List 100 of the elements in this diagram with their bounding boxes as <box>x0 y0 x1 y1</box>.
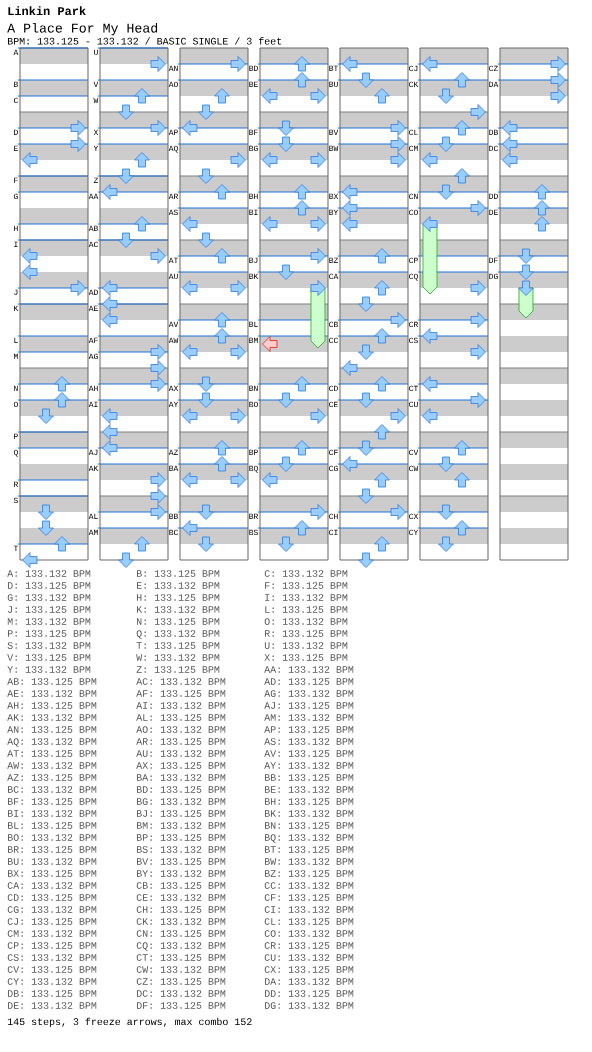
bpm-list-entry: V: 133.125 BPM <box>7 654 91 661</box>
bpm-list-entry: CM: 133.132 BPM <box>7 930 97 937</box>
bpm-list-entry: AC: 133.132 BPM <box>136 678 226 685</box>
bpm-list-entry: CV: 133.125 BPM <box>7 966 97 973</box>
bpm-list-entry: BG: 133.132 BPM <box>137 798 226 805</box>
bpm-list-entry: I: 133.132 BPM <box>265 594 348 601</box>
bpm-list-entry: AE: 133.132 BPM <box>7 690 97 697</box>
bpm-list-entry: AU: 133.132 BPM <box>136 750 226 757</box>
bpm-list-entry: BC: 133.132 BPM <box>8 786 97 793</box>
bpm-list-entry: CI: 133.132 BPM <box>264 906 354 913</box>
bpm-list-entry: AM: 133.132 BPM <box>264 714 354 721</box>
bpm-list-entry: AZ: 133.125 BPM <box>7 774 97 781</box>
bpm-list-entry: DF: 133.125 BPM <box>137 1002 226 1009</box>
bpm-list-entry: CJ: 133.125 BPM <box>7 918 97 925</box>
bpm-list-entry: BZ: 133.125 BPM <box>265 870 354 877</box>
bpm-list-entry: DD: 133.125 BPM <box>265 990 354 997</box>
bpm-list-entry: AS: 133.132 BPM <box>264 738 354 745</box>
bpm-list-entry: BF: 133.125 BPM <box>8 798 97 805</box>
bpm-list-entry: AG: 133.132 BPM <box>264 690 354 697</box>
bpm-list-entry: AX: 133.125 BPM <box>136 762 226 769</box>
bpm-list-entry: AR: 133.125 BPM <box>136 738 226 745</box>
bpm-list-entry: S: 133.132 BPM <box>7 642 91 649</box>
bpm-list-entry: Q: 133.132 BPM <box>136 630 220 639</box>
bpm-list-entry: BI: 133.132 BPM <box>8 810 97 817</box>
bpm-list-entry: CF: 133.125 BPM <box>264 894 354 901</box>
bpm-list-entry: CQ: 133.132 BPM <box>136 942 226 951</box>
bpm-list-entry: M: 133.132 BPM <box>7 618 91 625</box>
bpm-list-entry: CK: 133.132 BPM <box>136 918 226 925</box>
bpm-list-entry: BO: 133.132 BPM <box>8 834 97 841</box>
bpm-list-entry: AH: 133.125 BPM <box>7 702 97 709</box>
bpm-list-entry: L: 133.125 BPM <box>265 606 348 613</box>
bpm-list-entry: CH: 133.125 BPM <box>136 906 226 913</box>
song-title: A Place For My Head <box>7 22 158 36</box>
bpm-list-entry: X: 133.125 BPM <box>264 654 348 661</box>
bpm-list-entry: AY: 133.132 BPM <box>264 762 354 769</box>
bpm-list-entry: W: 133.132 BPM <box>136 654 220 661</box>
bpm-list-entry: AQ: 133.132 BPM <box>7 738 97 747</box>
bpm-list-entry: CS: 133.132 BPM <box>7 954 97 961</box>
bpm-list-entry: H: 133.125 BPM <box>137 594 220 601</box>
bpm-list-entry: AT: 133.125 BPM <box>7 750 97 757</box>
bpm-list-entry: AJ: 133.125 BPM <box>264 702 354 709</box>
bpm-list-entry: CW: 133.132 BPM <box>136 966 226 973</box>
bpm-list-entry: G: 133.132 BPM <box>7 594 91 601</box>
bpm-list-entry: BM: 133.132 BPM <box>137 822 226 829</box>
bpm-list-entry: U: 133.132 BPM <box>264 642 348 649</box>
bpm-list-entry: E: 133.132 BPM <box>137 582 220 589</box>
bpm-list-entry: Z: 133.125 BPM <box>136 666 220 673</box>
bpm-list-entry: BQ: 133.132 BPM <box>265 834 354 843</box>
bpm-list-entry: B: 133.125 BPM <box>137 570 220 577</box>
bpm-list-entry: CP: 133.125 BPM <box>7 942 97 949</box>
bpm-list-entry: BJ: 133.125 BPM <box>137 810 226 817</box>
bpm-list-entry: BS: 133.132 BPM <box>137 846 226 853</box>
bpm-list-entry: BD: 133.125 BPM <box>137 786 226 793</box>
bpm-list-entry: AV: 133.125 BPM <box>264 750 354 757</box>
bpm-list-entry: DC: 133.132 BPM <box>137 990 226 997</box>
bpm-list-entry: BU: 133.132 BPM <box>8 858 97 865</box>
bpm-list-entry: BW: 133.132 BPM <box>265 858 354 865</box>
bpm-list-entry: R: 133.125 BPM <box>265 630 348 637</box>
bpm-list-entry: CT: 133.125 BPM <box>136 954 226 961</box>
bpm-list-entry: CA: 133.132 BPM <box>7 882 97 889</box>
bpm-list-entry: CG: 133.132 BPM <box>7 906 97 913</box>
bpm-list-entry: CO: 133.132 BPM <box>264 930 354 937</box>
bpm-list-entry: BP: 133.125 BPM <box>137 834 226 841</box>
bpm-list-entry: BR: 133.125 BPM <box>8 846 97 853</box>
bpm-list-entry: BB: 133.125 BPM <box>265 774 354 781</box>
bpm-list-entry: AP: 133.125 BPM <box>264 726 354 733</box>
bpm-list-entry: DE: 133.132 BPM <box>8 1002 97 1009</box>
bpm-list-entry: F: 133.125 BPM <box>265 582 348 589</box>
bpm-list-entry: AB: 133.125 BPM <box>7 678 97 685</box>
bpm-list-entry: AI: 133.132 BPM <box>136 702 226 709</box>
bpm-list-entry: DG: 133.132 BPM <box>265 1002 354 1009</box>
bpm-list-entry: BL: 133.125 BPM <box>8 822 97 829</box>
bpm-list-entry: CC: 133.132 BPM <box>264 882 354 889</box>
bpm-list-entry: CB: 133.125 BPM <box>136 882 226 889</box>
bpm-list-entry: P: 133.125 BPM <box>8 630 91 637</box>
bpm-list-entry: DA: 133.132 BPM <box>265 978 354 985</box>
bpm-list-entry: AN: 133.125 BPM <box>7 726 97 733</box>
bpm-list-entry: K: 133.132 BPM <box>137 606 220 613</box>
bpm-list-entry: CL: 133.125 BPM <box>264 918 354 925</box>
bpm-list-entry: C: 133.132 BPM <box>264 570 348 577</box>
bpm-list-entry: BY: 133.132 BPM <box>137 870 226 877</box>
chart-info: BPM: 133.125 - 133.132 / BASIC SINGLE / 3 feet <box>8 37 282 45</box>
artist-name: Linkin Park <box>8 6 86 16</box>
bpm-list-entry: T: 133.125 BPM <box>136 642 220 649</box>
bpm-list-entry: A: 133.132 BPM <box>7 570 91 577</box>
bpm-list-entry: AK: 133.132 BPM <box>7 714 97 721</box>
bpm-list-entry: AO: 133.132 BPM <box>136 726 226 733</box>
bpm-list-entry: BH: 133.125 BPM <box>265 798 354 805</box>
bpm-list-entry: CZ: 133.125 BPM <box>136 978 226 985</box>
bpm-list-entry: CD: 133.125 BPM <box>7 894 97 901</box>
bpm-list-entry: BT: 133.125 BPM <box>265 846 354 853</box>
bpm-list-entry: BA: 133.132 BPM <box>137 774 226 781</box>
bpm-list-entry: CN: 133.125 BPM <box>136 930 226 937</box>
bpm-list-entry: CX: 133.125 BPM <box>264 966 354 973</box>
bpm-list-entry: DB: 133.125 BPM <box>8 990 97 997</box>
bpm-list-entry: BK: 133.132 BPM <box>265 810 354 817</box>
bpm-list-entry: Y: 133.132 BPM <box>7 666 91 673</box>
bpm-list-entry: AW: 133.132 BPM <box>7 762 97 769</box>
bpm-list-entry: CY: 133.132 BPM <box>7 978 97 985</box>
bpm-list-entry: BV: 133.125 BPM <box>137 858 226 865</box>
